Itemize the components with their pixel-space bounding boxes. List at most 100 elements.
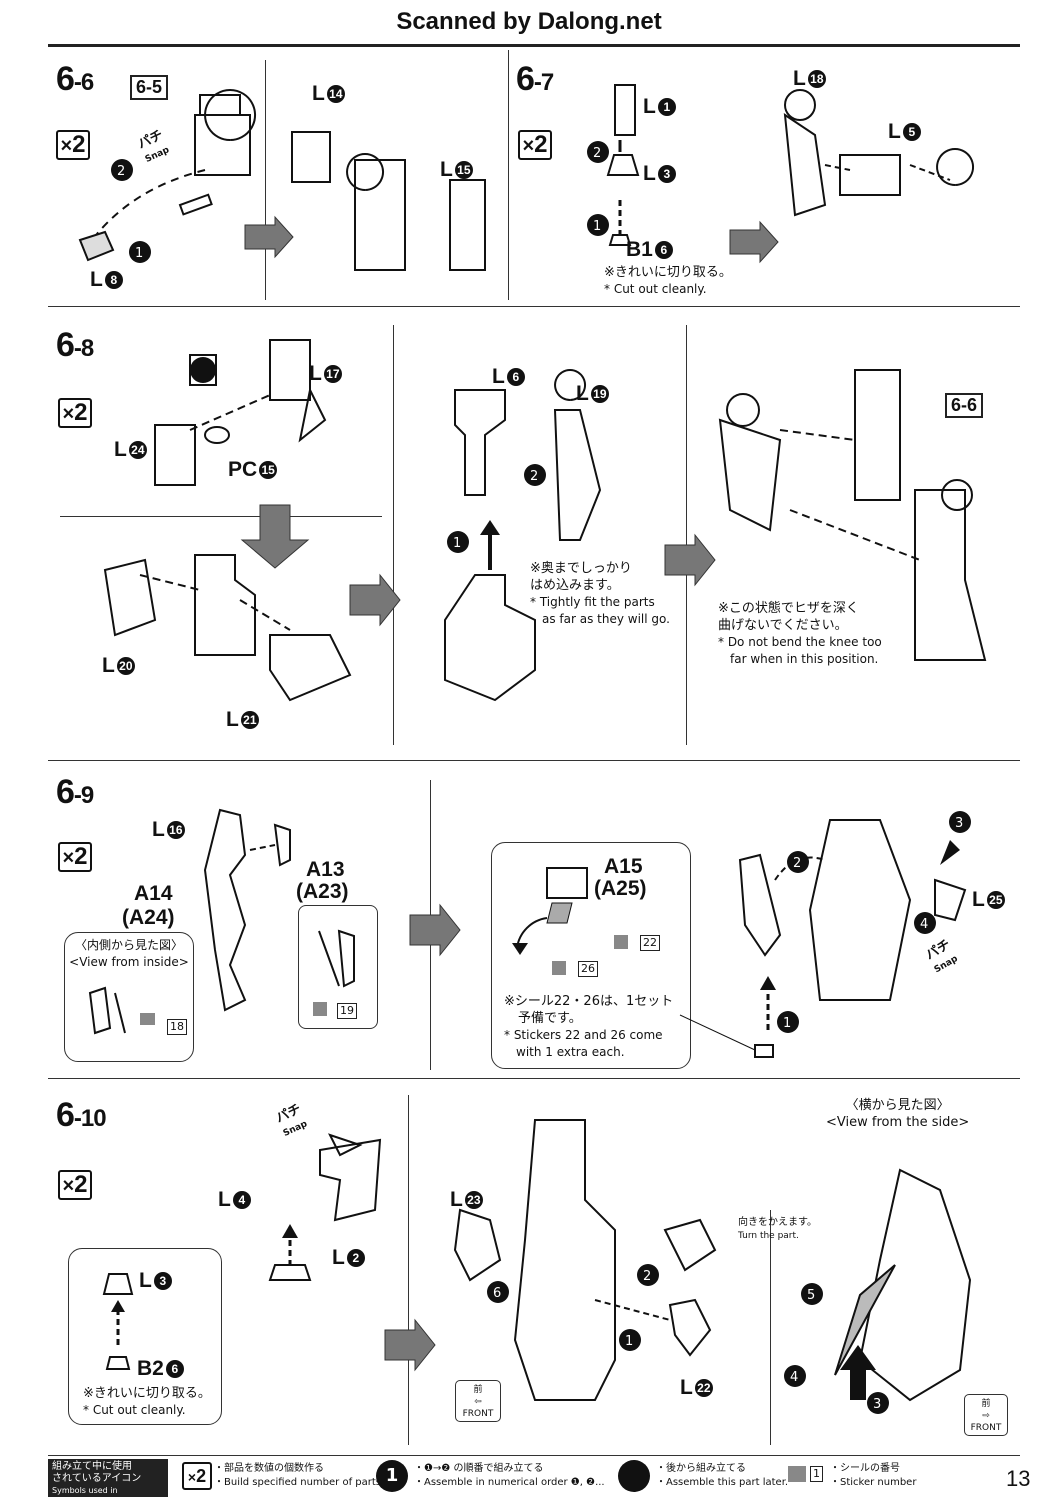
divider [265, 60, 266, 300]
divider [408, 1095, 409, 1445]
turn-note: 向きをかえます。Turn the part. [738, 1217, 817, 1241]
divider [48, 306, 1020, 307]
svg-text:2: 2 [793, 856, 801, 871]
step-number-6-9: 6-9 [56, 773, 94, 811]
cut-note: ※きれいに切り取る。* Cut out cleanly. [604, 265, 732, 296]
divider [686, 325, 687, 745]
multiplier-badge: ×2 [518, 130, 552, 160]
order-icon: 1 [376, 1460, 408, 1492]
scan-credit: Scanned by Dalong.net [396, 8, 662, 35]
divider [393, 325, 394, 745]
ref-step-6-6: 6-6 [945, 393, 984, 418]
illustration-6-8: 1 2 [103, 339, 987, 702]
legend-item: ・シールの番号・Sticker number [830, 1463, 917, 1488]
part-label-A24: (A24) [122, 906, 175, 929]
front-indicator: 前⇦FRONT [455, 1380, 501, 1422]
view-from-inside-panel: 〈内側から見た図〉<View from inside> 18 [64, 932, 194, 1062]
illustration-6-9: 2 3 4 1 [203, 808, 971, 1058]
svg-text:3: 3 [955, 816, 963, 831]
front-indicator: 前⇨FRONT [964, 1394, 1008, 1436]
divider [48, 1078, 1020, 1079]
svg-text:2: 2 [593, 146, 601, 161]
side-view-label: 〈横から見た図〉<View from the side> [826, 1098, 970, 1130]
multiplier-badge: ×2 [58, 398, 92, 428]
sticker-note: ※シール22・26は、1セット予備です。* Stickers 22 and 26… [504, 994, 674, 1059]
sticker-icon [788, 1466, 806, 1482]
top-rule [48, 44, 1020, 47]
svg-text:6: 6 [493, 1286, 501, 1301]
multiplier-icon: ×2 [182, 1462, 212, 1490]
step-number-6-6: 6-6 [56, 60, 94, 98]
sticker-number: 26 [578, 961, 598, 977]
svg-text:1: 1 [135, 246, 143, 261]
svg-text:2: 2 [117, 164, 125, 179]
part-label-A13: A13 [306, 858, 345, 881]
knee-note: ※この状態でヒザを深く曲げないでください。* Do not bend the k… [718, 601, 882, 666]
legend-item: ・後から組み立てる・Assemble this part later. [656, 1463, 789, 1488]
multiplier-badge: ×2 [58, 1170, 92, 1200]
multiplier-badge: ×2 [56, 130, 90, 160]
cut-note: ※きれいに切り取る。* Cut out cleanly. [83, 1386, 211, 1417]
svg-text:2: 2 [530, 469, 538, 484]
sticker-number-icon: 1 [810, 1466, 823, 1482]
illustration-6-6: 2 1 [78, 89, 486, 271]
divider [48, 760, 1020, 761]
divider [508, 50, 509, 300]
legend-item: ・部品を数値の個数作る・Build specified number of pa… [214, 1463, 385, 1488]
ref-step-6-5: 6-5 [130, 75, 169, 100]
step-number-6-10: 6-10 [56, 1096, 107, 1134]
svg-text:2: 2 [643, 1269, 651, 1284]
divider [770, 1210, 771, 1445]
legend-item: ・❶→❷ の順番で組み立てる・Assemble in numerical ord… [414, 1463, 605, 1488]
svg-text:1: 1 [453, 536, 461, 551]
divider [60, 516, 382, 517]
later-icon [618, 1460, 650, 1492]
part-label-A23: (A23) [296, 880, 349, 903]
part-label-A25: (A25) [594, 877, 647, 900]
part-label-A15: A15 [604, 855, 643, 878]
multiplier-badge: ×2 [58, 842, 92, 872]
step-number-6-7: 6-7 [516, 60, 554, 98]
illustration-6-10: 6 2 1 5 4 3 [268, 1119, 972, 1414]
sticker-panel: A15 (A25) 22 26 ※シール22・26は、1セット予備です。* St… [491, 842, 691, 1069]
a13-panel: 19 [298, 905, 378, 1029]
illustration-6-7: 2 1 [587, 84, 975, 264]
svg-text:1: 1 [783, 1016, 791, 1031]
svg-text:1: 1 [593, 219, 601, 234]
svg-text:5: 5 [807, 1288, 815, 1303]
svg-text:3: 3 [873, 1397, 881, 1412]
sticker-number: 22 [640, 935, 660, 951]
svg-text:4: 4 [790, 1370, 798, 1385]
svg-text:4: 4 [920, 917, 928, 932]
sticker-number: 19 [337, 1003, 357, 1019]
page-number: 13 [1006, 1466, 1031, 1491]
sticker-number: 18 [167, 1019, 187, 1035]
part-label-A14: A14 [134, 882, 173, 905]
step-number-6-8: 6-8 [56, 326, 94, 364]
